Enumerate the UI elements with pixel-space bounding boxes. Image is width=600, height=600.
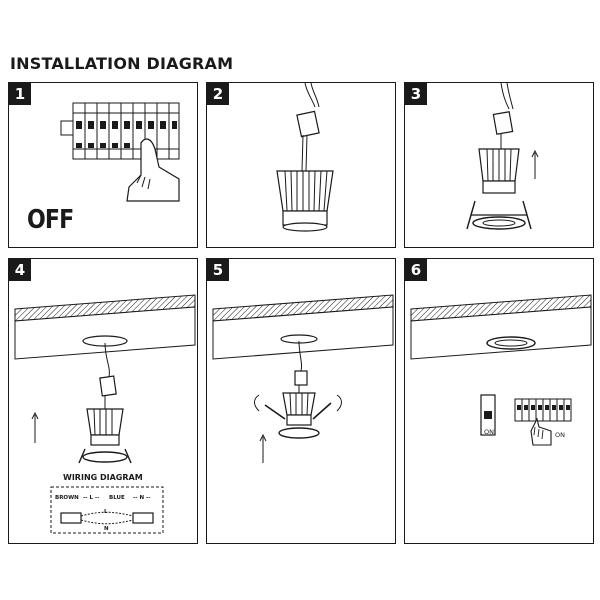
wiring-labels: BROWN -- L -- BLUE -- N -- L N	[55, 495, 151, 532]
step-2-panel: 2	[206, 82, 396, 248]
step-number-4: 4	[9, 259, 31, 281]
step-number-2: 2	[207, 83, 229, 105]
breaker-on-label: ON	[555, 431, 565, 439]
wiring-diagram-title: WIRING DIAGRAM	[63, 473, 143, 482]
live-label: L	[104, 509, 108, 515]
push-into-ceiling-illustration	[212, 294, 394, 463]
switch-on-label: ON	[484, 428, 494, 436]
brown-label: BROWN	[55, 495, 79, 501]
step-6-panel: 6 ON ON	[404, 258, 594, 544]
ceiling-insertion-illustration	[14, 294, 196, 534]
spring-clips-illustration	[466, 83, 539, 230]
breaker-panel-illustration	[60, 102, 180, 202]
step-number-3: 3	[405, 83, 427, 105]
step-3-panel: 3	[404, 82, 594, 248]
step-number-1: 1	[9, 83, 31, 105]
downlight-with-driver-illustration	[276, 83, 334, 232]
page-title: INSTALLATION DIAGRAM	[10, 54, 234, 73]
live-dashed-label: -- L --	[83, 495, 99, 501]
step-number-5: 5	[207, 259, 229, 281]
neutral-label: N	[104, 526, 109, 532]
step-4-panel: 4 WIRING DIAGRAM BROWN -- L --	[8, 258, 198, 544]
neutral-dashed-label: -- N --	[133, 495, 151, 501]
step-1-panel: 1 OFF	[8, 82, 198, 248]
installed-and-power-on-illustration: ON ON	[410, 294, 592, 446]
off-label: OFF	[27, 205, 74, 235]
step-number-6: 6	[405, 259, 427, 281]
step-5-panel: 5	[206, 258, 396, 544]
blue-label: BLUE	[109, 495, 125, 501]
